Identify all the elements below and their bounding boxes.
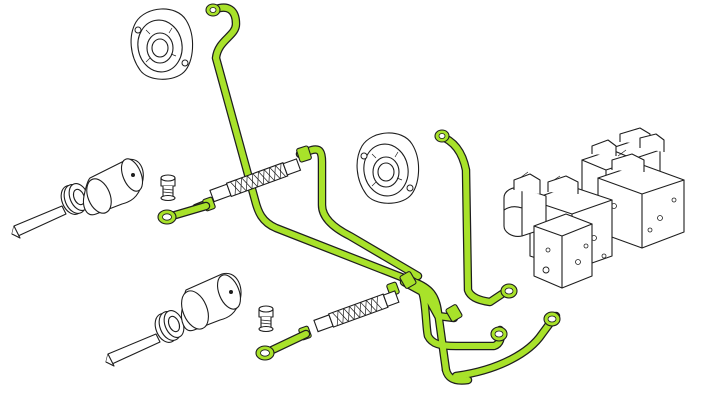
pipe-right-up [435, 131, 507, 307]
camshaft-sensor-ring-top [130, 8, 194, 80]
banjo-bolt-lower [258, 305, 274, 333]
piston-assembly-lower [105, 272, 242, 367]
braided-hose-lower [313, 290, 400, 333]
braided-hose-upper [209, 158, 302, 203]
banjo-bolt-upper [160, 174, 176, 202]
hydraulic-valve-block [503, 127, 685, 289]
piston-assembly-upper [11, 158, 144, 239]
banjo-fittings [157, 209, 275, 361]
oil-feed-lines [191, 3, 561, 385]
pipe-end-fittings [202, 3, 561, 342]
camshaft-sensor-ring-middle [356, 132, 420, 204]
